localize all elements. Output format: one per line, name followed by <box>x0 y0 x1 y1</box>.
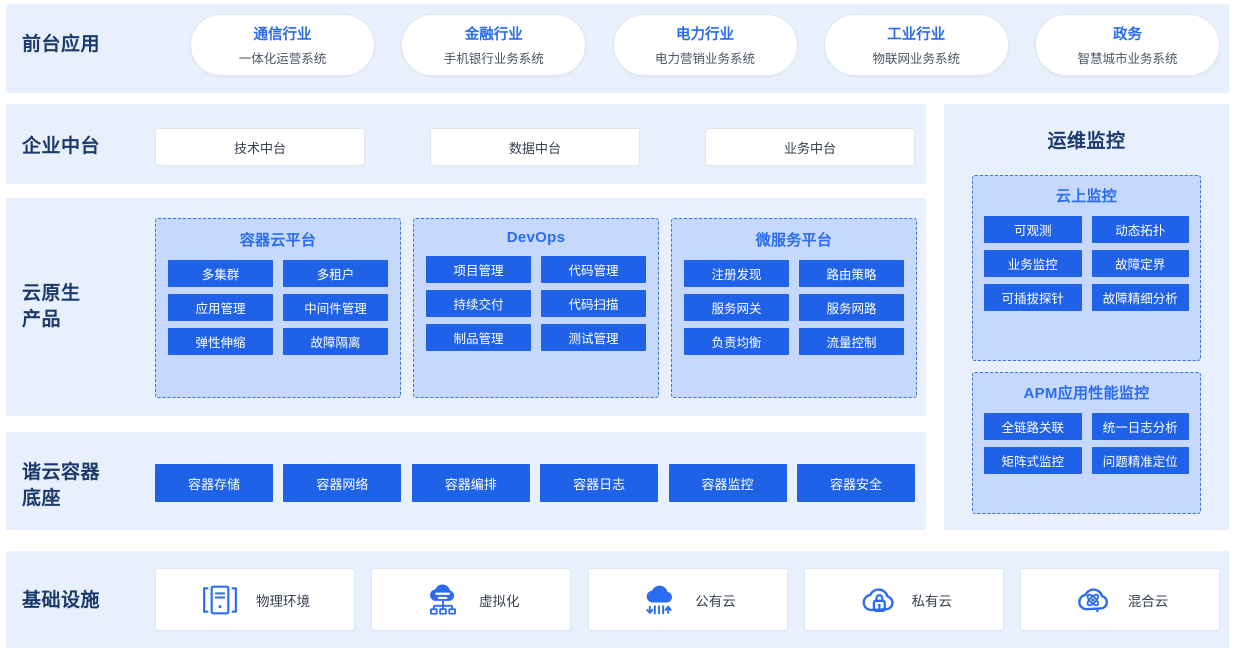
group-title: 微服务平台 <box>755 232 833 249</box>
mid-platform-box-tech[interactable]: 技术中台 <box>155 128 365 166</box>
chip[interactable]: 可观测 <box>984 216 1082 243</box>
infra-card-label: 公有云 <box>695 593 736 609</box>
container-base-chip-monitoring[interactable]: 容器监控 <box>668 464 787 502</box>
infra-card-label: 物理环境 <box>256 593 310 609</box>
chip[interactable]: 故障精细分析 <box>1091 284 1189 311</box>
infra-card-private-cloud[interactable]: 私有云 <box>803 568 1004 631</box>
container-base-chip-logging[interactable]: 容器日志 <box>540 464 659 502</box>
chip[interactable]: 服务网关 <box>684 294 789 321</box>
front-app-subtitle: 智慧城市业务系统 <box>1077 52 1178 66</box>
front-app-subtitle: 物联网业务系统 <box>872 52 960 66</box>
front-app-title: 电力行业 <box>676 27 734 43</box>
group-microservice-platform: 微服务平台 注册发现 路由策略 服务网关 服务网路 负责均衡 流量控制 <box>671 218 917 398</box>
front-app-title: 通信行业 <box>253 27 312 43</box>
chip[interactable]: 问题精准定位 <box>1091 447 1189 474</box>
hybrid-cloud-icon <box>1077 587 1108 612</box>
chip[interactable]: 多租户 <box>283 260 388 287</box>
mid-platform-list: 技术中台 数据中台 业务中台 <box>155 128 915 166</box>
public-cloud-icon <box>646 585 673 614</box>
row-label-enterprise-mid-platform: 企业中台 <box>22 136 101 157</box>
row-label-infrastructure: 基础设施 <box>22 590 101 611</box>
chip[interactable]: 测试管理 <box>541 324 646 351</box>
infra-card-label: 虚拟化 <box>479 593 520 609</box>
front-apps-list: 通信行业 一体化运营系统 金融行业 手机银行业务系统 电力行业 电力营销业务系统… <box>190 14 1220 76</box>
infra-card-public-cloud[interactable]: 公有云 <box>587 568 788 631</box>
chip[interactable]: 统一日志分析 <box>1091 413 1189 440</box>
chip[interactable]: 多集群 <box>168 260 273 287</box>
chip[interactable]: 故障定界 <box>1091 250 1189 277</box>
infra-card-label: 混合云 <box>1127 593 1169 609</box>
front-app-card-power[interactable]: 电力行业 电力营销业务系统 <box>612 14 798 76</box>
front-app-subtitle: 电力营销业务系统 <box>654 52 755 66</box>
chip[interactable]: 项目管理 <box>426 256 531 283</box>
group-cloud-monitoring: 云上监控 可观测 动态拓扑 业务监控 故障定界 可插拔探针 故障精细分析 <box>972 175 1201 361</box>
container-base-chip-security[interactable]: 容器安全 <box>796 464 915 502</box>
mid-platform-box-data[interactable]: 数据中台 <box>430 128 640 166</box>
chip[interactable]: 可插拔探针 <box>984 284 1082 311</box>
chip[interactable]: 业务监控 <box>984 250 1082 277</box>
chip[interactable]: 负责均衡 <box>684 328 789 355</box>
ops-monitoring-title: 运维监控 <box>1047 131 1126 152</box>
chip[interactable]: 代码管理 <box>541 256 646 283</box>
chip-grid: 可观测 动态拓扑 业务监控 故障定界 可插拔探针 故障精细分析 <box>984 216 1189 311</box>
chip[interactable]: 全链路关联 <box>984 413 1082 440</box>
group-container-cloud-platform: 容器云平台 多集群 多租户 应用管理 中间件管理 弹性伸缩 故障隔离 <box>155 218 401 398</box>
row-label-container-base: 谐云容器 底座 <box>22 462 101 509</box>
cloud-network-icon <box>430 583 456 615</box>
chip-grid: 项目管理 代码管理 持续交付 代码扫描 制品管理 测试管理 <box>426 256 646 351</box>
chip[interactable]: 中间件管理 <box>283 294 388 321</box>
front-app-title: 政务 <box>1113 27 1142 43</box>
chip[interactable]: 制品管理 <box>426 324 531 351</box>
front-app-subtitle: 手机银行业务系统 <box>443 52 544 66</box>
front-app-subtitle: 一体化运营系统 <box>238 52 327 66</box>
chip-grid: 多集群 多租户 应用管理 中间件管理 弹性伸缩 故障隔离 <box>168 260 388 355</box>
front-app-card-industry[interactable]: 工业行业 物联网业务系统 <box>823 14 1009 76</box>
cloud-native-groups: 容器云平台 多集群 多租户 应用管理 中间件管理 弹性伸缩 故障隔离 DevOp… <box>155 218 917 398</box>
group-devops: DevOps 项目管理 代码管理 持续交付 代码扫描 制品管理 测试管理 <box>413 218 659 398</box>
server-rack-icon <box>203 585 237 614</box>
infra-card-hybrid-cloud[interactable]: 混合云 <box>1020 568 1220 631</box>
infra-card-label: 私有云 <box>911 593 953 609</box>
group-apm-monitoring: APM应用性能监控 全链路关联 统一日志分析 矩阵式监控 问题精准定位 <box>972 372 1201 514</box>
chip[interactable]: 弹性伸缩 <box>168 328 273 355</box>
chip[interactable]: 流量控制 <box>799 328 904 355</box>
chip[interactable]: 路由策略 <box>799 260 904 287</box>
infrastructure-list: 物理环境 虚拟化 <box>155 568 1220 631</box>
container-base-list: 容器存储 容器网络 容器编排 容器日志 容器监控 容器安全 <box>155 464 915 502</box>
chip-grid: 全链路关联 统一日志分析 矩阵式监控 问题精准定位 <box>984 413 1189 474</box>
front-app-card-telecom[interactable]: 通信行业 一体化运营系统 <box>190 14 375 76</box>
chip[interactable]: 服务网路 <box>799 294 904 321</box>
mid-platform-box-business[interactable]: 业务中台 <box>705 128 915 166</box>
chip[interactable]: 注册发现 <box>684 260 789 287</box>
front-app-card-finance[interactable]: 金融行业 手机银行业务系统 <box>401 14 587 76</box>
front-app-card-government[interactable]: 政务 智慧城市业务系统 <box>1035 14 1220 76</box>
chip[interactable]: 故障隔离 <box>283 328 388 355</box>
chip-grid: 注册发现 路由策略 服务网关 服务网路 负责均衡 流量控制 <box>684 260 904 355</box>
front-app-title: 金融行业 <box>464 27 523 43</box>
private-cloud-lock-icon <box>862 587 894 612</box>
group-title: DevOps <box>506 229 566 246</box>
container-base-chip-storage[interactable]: 容器存储 <box>155 464 273 502</box>
row-label-front-apps: 前台应用 <box>22 34 101 55</box>
group-title: 容器云平台 <box>239 232 317 249</box>
container-base-chip-network[interactable]: 容器网络 <box>283 464 402 502</box>
infra-card-virtualization[interactable]: 虚拟化 <box>371 568 572 631</box>
chip[interactable]: 应用管理 <box>168 294 273 321</box>
group-title: APM应用性能监控 <box>1023 385 1150 402</box>
chip[interactable]: 代码扫描 <box>541 290 646 317</box>
chip[interactable]: 矩阵式监控 <box>984 447 1082 474</box>
front-app-title: 工业行业 <box>887 27 946 43</box>
infra-card-physical-environment[interactable]: 物理环境 <box>155 568 355 631</box>
row-label-cloud-native-products: 云原生 产品 <box>22 283 81 330</box>
chip[interactable]: 动态拓扑 <box>1091 216 1189 243</box>
container-base-chip-orchestration[interactable]: 容器编排 <box>411 464 530 502</box>
group-title: 云上监控 <box>1055 188 1118 205</box>
chip[interactable]: 持续交付 <box>426 290 531 317</box>
